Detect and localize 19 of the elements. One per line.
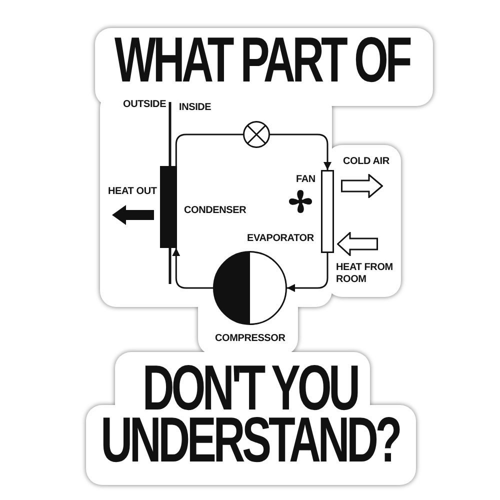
part-label: EVAPORATOR bbox=[247, 233, 314, 245]
connector-line bbox=[175, 134, 243, 166]
wall-side-label: INSIDE bbox=[179, 102, 212, 114]
connector-arrow bbox=[287, 253, 328, 292]
caption: DON'T YOU UNDERSTAND? bbox=[100, 363, 400, 468]
wall-side-label: OUTSIDE bbox=[123, 99, 166, 111]
part-label: CONDENSER bbox=[184, 205, 246, 217]
evaporator-bar bbox=[321, 170, 334, 253]
heat-label: HEAT OUT bbox=[108, 186, 157, 198]
fan-label: FAN bbox=[296, 174, 316, 186]
title: WHAT PART OF bbox=[114, 35, 410, 88]
part-label: COMPRESSOR bbox=[215, 333, 286, 345]
compressor-symbol bbox=[213, 251, 287, 325]
connector-arrow bbox=[172, 248, 213, 289]
connector-arrow bbox=[270, 134, 332, 170]
heat-label: HEAT FROM ROOM bbox=[336, 262, 394, 286]
condenser-bar bbox=[160, 166, 177, 248]
valve-symbol bbox=[243, 121, 270, 148]
airflow-label: COLD AIR bbox=[343, 156, 390, 168]
